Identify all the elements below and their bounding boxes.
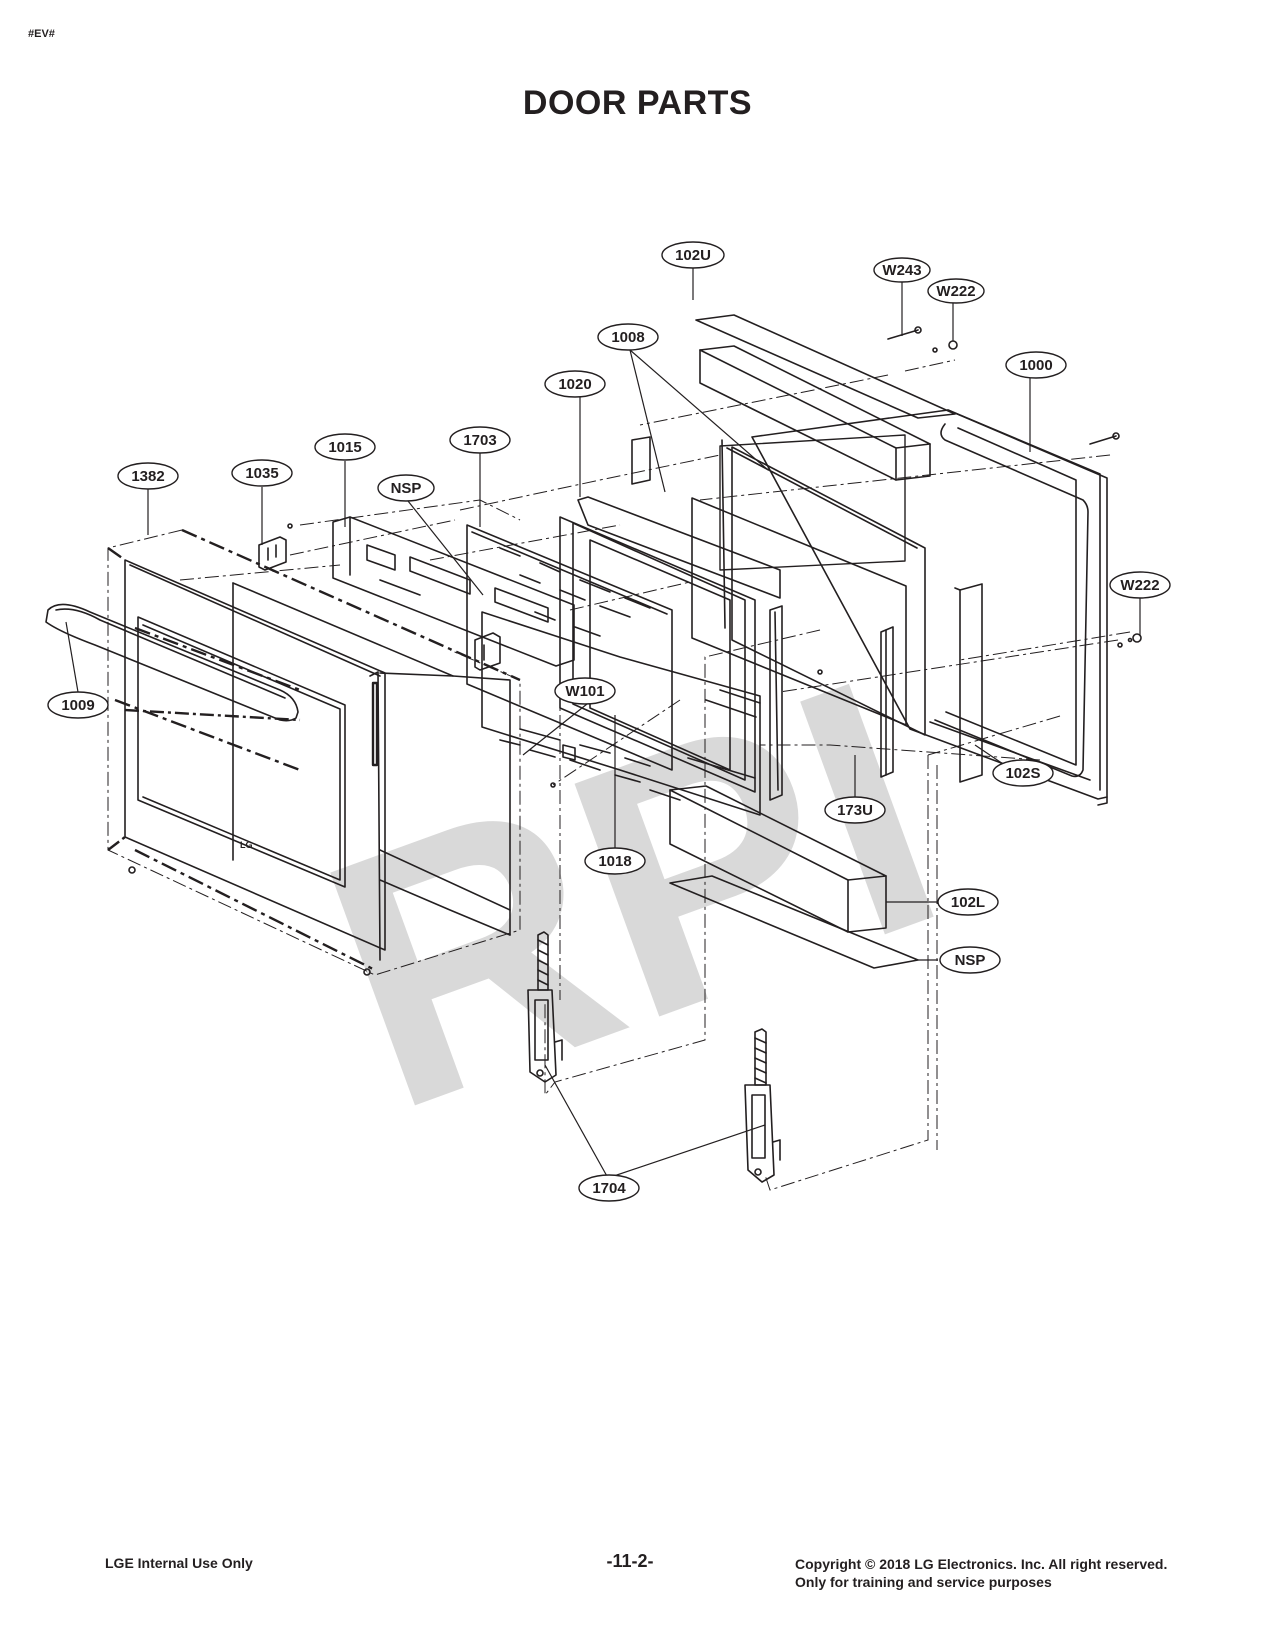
- callout-102L: 102L: [937, 888, 999, 916]
- screws: [128, 326, 1142, 976]
- callout-1020: 1020: [544, 370, 606, 398]
- page-title: DOOR PARTS: [522, 84, 753, 122]
- copyright-line: Copyright © 2018 LG Electronics. Inc. Al…: [795, 1556, 1168, 1572]
- footer-copyright: Copyright © 2018 LG Electronics. Inc. Al…: [795, 1555, 1167, 1591]
- callout-W101: W101: [554, 677, 616, 705]
- svg-text:1000: 1000: [1019, 357, 1052, 374]
- svg-text:1009: 1009: [61, 697, 94, 714]
- document-code: #EV#: [28, 28, 55, 40]
- svg-text:NSP: NSP: [391, 480, 422, 497]
- callout-102U: 102U: [661, 241, 725, 269]
- callout-1015: 1015: [314, 433, 376, 461]
- svg-text:1018: 1018: [598, 853, 631, 870]
- callout-1704: 1704: [578, 1174, 640, 1202]
- part-102L-lower-insulation: [669, 785, 887, 933]
- svg-text:1703: 1703: [463, 432, 496, 449]
- svg-text:1008: 1008: [611, 329, 644, 346]
- svg-text:102L: 102L: [951, 894, 985, 911]
- part-1035-hinge-bracket: [258, 523, 501, 671]
- callout-1000: 1000: [1005, 351, 1067, 379]
- svg-text:W222: W222: [936, 283, 975, 300]
- svg-text:1020: 1020: [558, 376, 591, 393]
- part-1008-glass-panels: [691, 434, 926, 736]
- callout-1008: 1008: [597, 323, 659, 351]
- callout-1035: 1035: [231, 459, 293, 487]
- part-102S-side-insulation: [954, 583, 983, 783]
- svg-text:W222: W222: [1120, 577, 1159, 594]
- svg-text:NSP: NSP: [955, 952, 986, 969]
- callout-102S: 102S: [992, 759, 1054, 787]
- assembly-lines: [107, 359, 1131, 1191]
- callout-1703: 1703: [449, 426, 511, 454]
- svg-text:W101: W101: [565, 683, 604, 700]
- callout-NSP-bottom: NSP: [939, 946, 1001, 974]
- part-1020-inner-frame: [559, 436, 783, 801]
- callout-W243: W243: [873, 257, 931, 283]
- callout-NSP-top: NSP: [377, 474, 435, 502]
- svg-text:173U: 173U: [837, 802, 873, 819]
- svg-text:102U: 102U: [675, 247, 711, 264]
- part-1704-hinge-left: [527, 931, 563, 1083]
- part-1382-outer-door: LG: [124, 559, 511, 961]
- callout-1382: 1382: [117, 462, 179, 490]
- svg-text:1382: 1382: [131, 468, 164, 485]
- svg-text:1015: 1015: [328, 439, 361, 456]
- callouts: 102U W243 W222 1008 1000 1020 1703 1015: [47, 241, 1171, 1202]
- part-1015-bracket-plate: [332, 516, 575, 667]
- callout-W222-top: W222: [927, 278, 985, 304]
- part-1704-hinge-right: [744, 1028, 781, 1183]
- footer-internal-use: LGE Internal Use Only: [105, 1555, 253, 1571]
- watermark-text: RPI: [281, 603, 982, 1186]
- callout-173U: 173U: [824, 796, 886, 824]
- callout-1018: 1018: [584, 847, 646, 875]
- svg-text:102S: 102S: [1005, 765, 1040, 782]
- callout-W222-right: W222: [1109, 571, 1171, 599]
- training-note: Only for training and service purposes: [795, 1574, 1052, 1590]
- lg-logo-text: LG: [240, 840, 253, 850]
- svg-text:1035: 1035: [245, 465, 278, 482]
- part-102U-upper-insulation: [695, 314, 956, 481]
- svg-text:W243: W243: [882, 262, 921, 279]
- leader-lines: [65, 268, 1141, 1179]
- svg-text:1704: 1704: [592, 1180, 626, 1197]
- watermark: RPI: [281, 603, 982, 1186]
- part-173U-trim: [880, 626, 894, 778]
- part-1009-handle: [45, 603, 299, 722]
- page-number: -11-2-: [606, 1551, 654, 1571]
- callout-1009: 1009: [47, 691, 109, 719]
